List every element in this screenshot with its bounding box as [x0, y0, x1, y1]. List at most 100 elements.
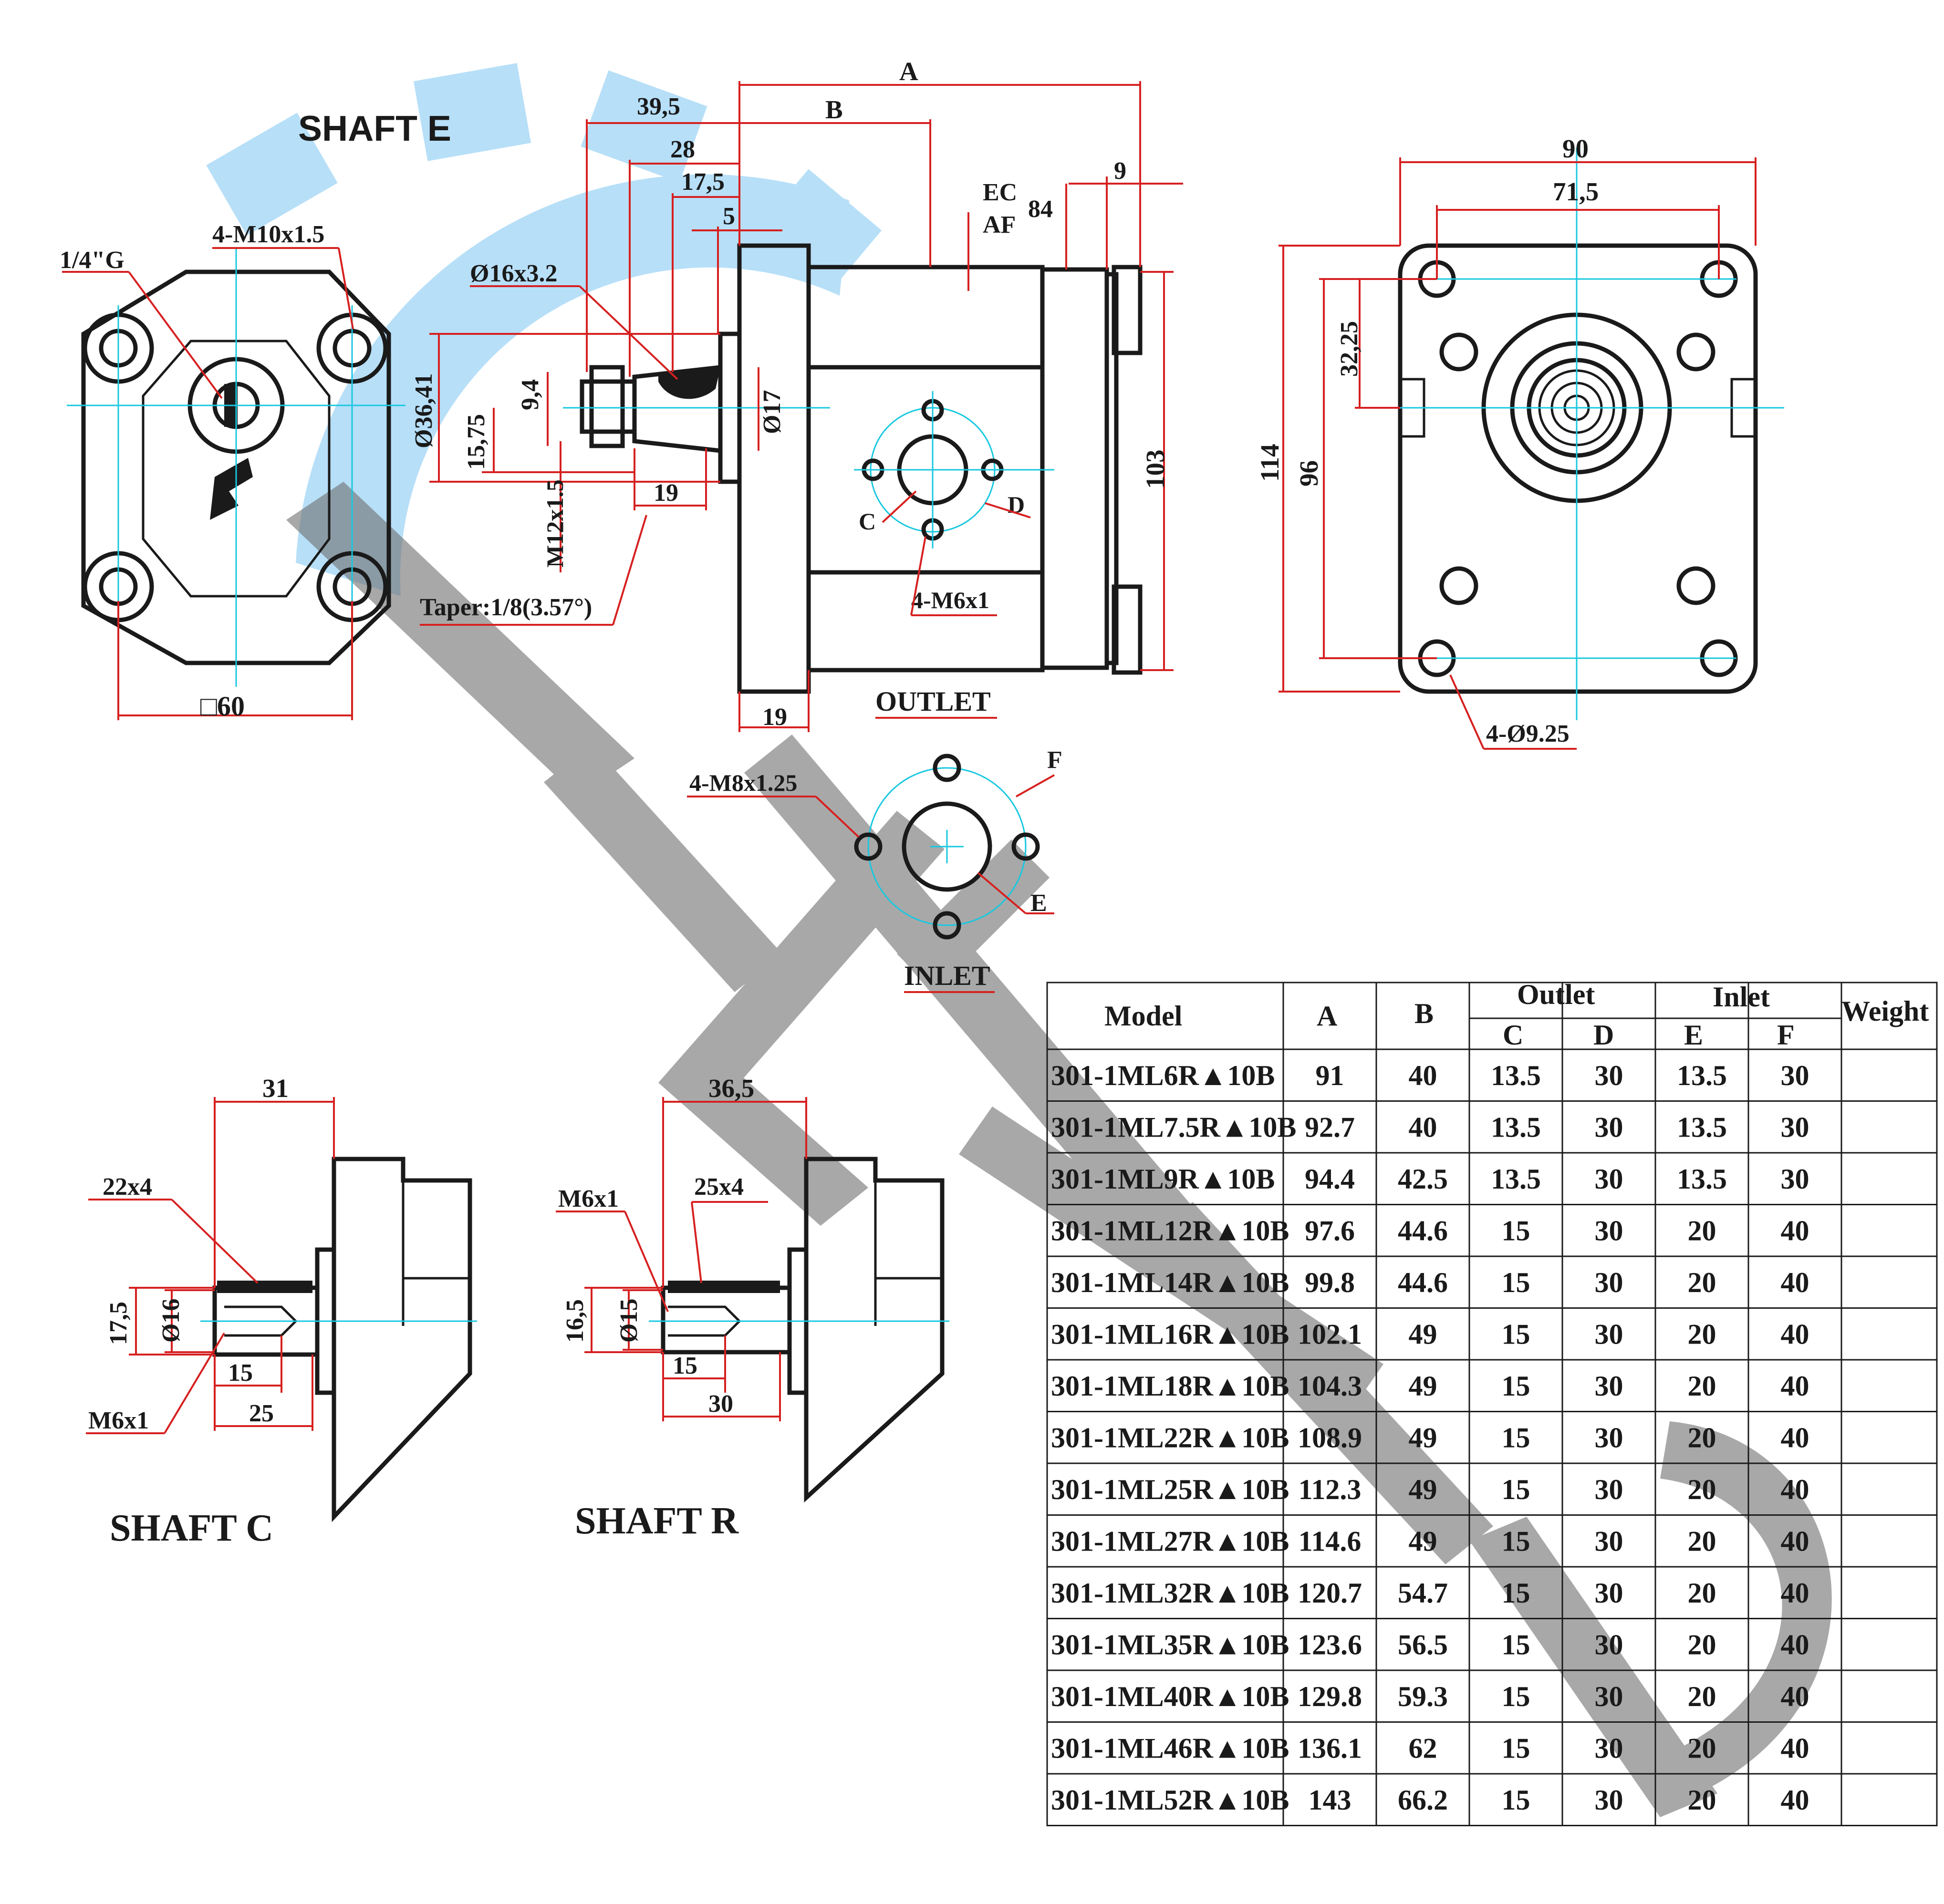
shaft-c-thread-label: M6x1 [88, 1407, 149, 1434]
table-cell-e: 13.5 [1677, 1060, 1727, 1091]
table-cell-e: 20 [1688, 1474, 1716, 1505]
front-bolts-label: 4-M10x1.5 [212, 221, 324, 248]
table-cell-f: 40 [1781, 1370, 1809, 1402]
table-cell-b: 44.6 [1398, 1267, 1448, 1298]
inlet-view: 4-M8x1.25 F E INLET [687, 746, 1062, 993]
shaft-e-title: SHAFT E [298, 108, 451, 148]
table-cell-a: 94.4 [1305, 1163, 1355, 1195]
shaft-r-len-label: 36,5 [708, 1074, 754, 1103]
table-cell-a: 143 [1309, 1784, 1351, 1816]
table-cell-e: 20 [1688, 1267, 1716, 1298]
shaft-c-d17-label: 17,5 [105, 1302, 132, 1345]
side-bolt-head-bot [1112, 584, 1143, 675]
table-cell-model: 301-1ML7.5R▲10B [1051, 1112, 1296, 1143]
model-table: Model A B Outlet Inlet Weight C D E F 30… [1046, 979, 1938, 1826]
leader-line [612, 515, 647, 625]
th-model: Model [1104, 1000, 1182, 1032]
table-cell-model: 301-1ML32R▲10B [1051, 1577, 1289, 1609]
shaft-c-flange [332, 1157, 472, 1522]
table-cell-a: 92.7 [1305, 1112, 1355, 1143]
table-grid [1046, 982, 1938, 1826]
side-shaft-nut [589, 365, 625, 448]
table-cell-model: 301-1ML12R▲10B [1051, 1215, 1289, 1247]
table-cell-d: 30 [1595, 1526, 1623, 1557]
table-cell-a: 123.6 [1298, 1629, 1362, 1661]
shaft-r-shaft [661, 1285, 790, 1355]
inlet-hole [1011, 832, 1040, 861]
th-outlet: Outlet [1517, 979, 1595, 1010]
leader-line [164, 1332, 225, 1434]
leader-line [171, 1199, 259, 1284]
table-cell-f: 40 [1781, 1422, 1809, 1454]
dim-9-label: 9 [1114, 157, 1126, 185]
rear-bolt [1439, 566, 1478, 605]
rear-h32-label: 32,25 [1336, 321, 1363, 377]
inlet-thread-label: 4-M8x1.25 [689, 769, 797, 796]
table-cell-c: 15 [1502, 1422, 1530, 1454]
table-cell-b: 59.3 [1398, 1681, 1448, 1712]
table-cell-f: 30 [1781, 1163, 1809, 1195]
front-square-label: □60 [200, 691, 245, 722]
leader-line [128, 271, 223, 399]
rear-h114-label: 114 [1255, 444, 1284, 482]
watermark-stroke [744, 735, 1193, 1245]
side-bolt-head-top [1112, 265, 1143, 355]
table-cell-model: 301-1ML25R▲10B [1051, 1474, 1289, 1505]
leader-line [1449, 674, 1485, 749]
table-cell-a: 120.7 [1298, 1577, 1362, 1609]
table-cell-f: 30 [1781, 1060, 1809, 1091]
table-cell-model: 301-1ML18R▲10B [1051, 1370, 1289, 1402]
table-cell-b: 49 [1409, 1526, 1437, 1557]
shaft-r-thread-label: M6x1 [558, 1185, 619, 1212]
table-cell-c: 15 [1502, 1733, 1530, 1764]
leader-line [977, 872, 1027, 914]
table-cell-model: 301-1ML14R▲10B [1051, 1267, 1289, 1298]
table-cell-f: 40 [1781, 1733, 1809, 1764]
table-cell-model: 301-1ML52R▲10B [1051, 1784, 1289, 1816]
rear-holes-label: 4-Ø9.25 [1486, 720, 1570, 747]
table-cell-e: 20 [1688, 1629, 1716, 1661]
table-cell-c: 13.5 [1491, 1060, 1541, 1091]
side-rear-cover [1040, 267, 1109, 670]
table-cell-b: 56.5 [1398, 1629, 1448, 1661]
table-cell-c: 13.5 [1491, 1163, 1541, 1195]
front-flange-outline [81, 269, 391, 665]
dim-5-label: 5 [723, 203, 735, 230]
table-cell-f: 30 [1781, 1112, 1809, 1143]
shaft-r-key-label: 25x4 [694, 1173, 744, 1200]
table-cell-b: 40 [1409, 1060, 1437, 1091]
table-cell-e: 20 [1688, 1526, 1716, 1557]
front-brand-mark [210, 458, 253, 520]
table-cell-f: 40 [1781, 1629, 1809, 1661]
table-cell-d: 30 [1595, 1163, 1623, 1195]
table-cell-d: 30 [1595, 1422, 1623, 1454]
outlet-thread-label: 4-M6x1 [911, 587, 989, 613]
table-cell-model: 301-1ML46R▲10B [1051, 1733, 1289, 1764]
table-cell-d: 30 [1595, 1577, 1623, 1609]
table-cell-c: 15 [1502, 1267, 1530, 1298]
dim-b-label: B [825, 95, 843, 124]
rear-bolt [1439, 332, 1478, 372]
rear-bolt [1676, 566, 1715, 605]
watermark-letters [286, 482, 1832, 1817]
th-b: B [1414, 998, 1434, 1029]
shaft-c-title: SHAFT C [110, 1507, 273, 1549]
table-cell-f: 40 [1781, 1215, 1809, 1247]
table-cell-b: 40 [1409, 1112, 1437, 1143]
table-cell-a: 114.6 [1299, 1526, 1362, 1557]
rear-bolt [1676, 332, 1715, 372]
shaft-c-key [217, 1281, 312, 1293]
dim-a-label: A [899, 57, 918, 86]
table-cell-c: 15 [1502, 1681, 1530, 1712]
table-cell-a: 104.3 [1298, 1370, 1362, 1402]
table-cell-b: 49 [1409, 1474, 1437, 1505]
watermark-gear-arc [296, 174, 849, 596]
